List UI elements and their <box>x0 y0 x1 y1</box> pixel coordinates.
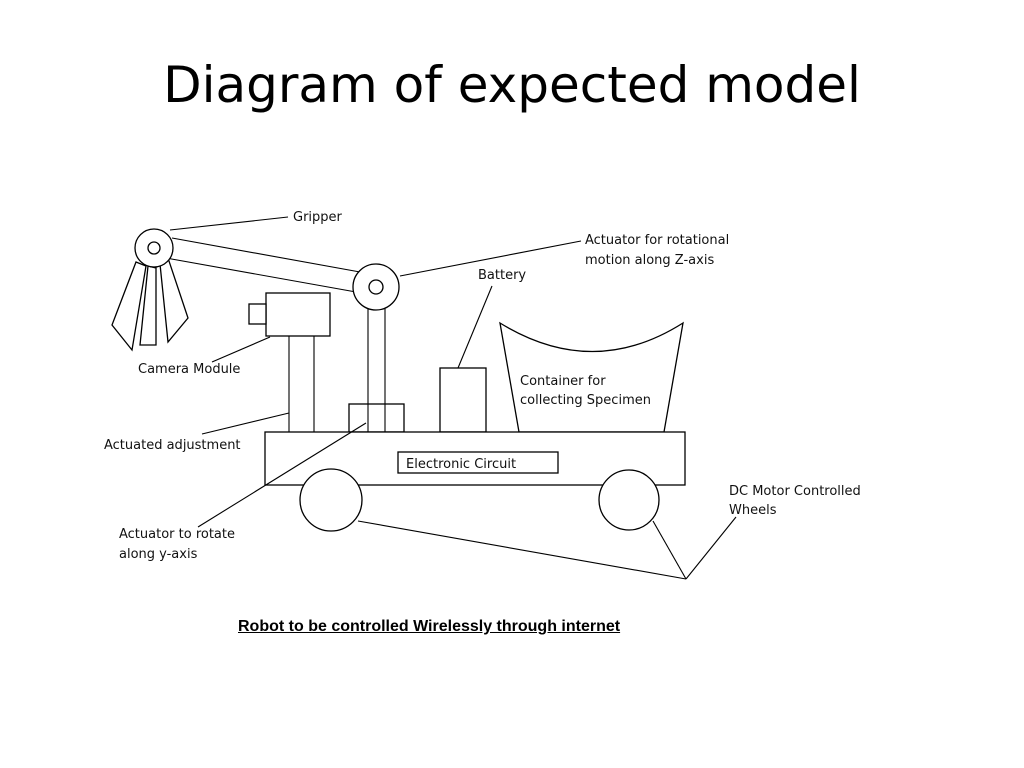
gripper-joint <box>134 228 174 268</box>
z-axis-joint <box>352 263 400 311</box>
actuator-y-label-line2: along y-axis <box>119 547 198 562</box>
slide-title: Diagram of expected model <box>163 56 861 114</box>
actuator-z-label-line1: Actuator for rotational <box>585 233 729 248</box>
battery-block <box>439 367 487 433</box>
specimen-container <box>499 321 684 433</box>
gripper-claws <box>111 256 189 352</box>
battery-label: Battery <box>478 268 526 283</box>
actuator-y-label-line1: Actuator to rotate <box>119 527 235 542</box>
left-wheel <box>299 468 363 532</box>
right-wheel <box>598 469 660 531</box>
container-label-line2: collecting Specimen <box>520 393 651 408</box>
camera-module <box>248 292 331 337</box>
camera-support-column <box>288 336 315 432</box>
container-label-line1: Container for <box>520 374 606 389</box>
leader-lines <box>169 216 737 580</box>
camera-module-label: Camera Module <box>138 362 240 377</box>
electronic-circuit-box <box>397 451 559 474</box>
gripper-label: Gripper <box>293 210 343 225</box>
actuated-adjustment-label: Actuated adjustment <box>104 438 241 453</box>
dc-motor-label-line2: Wheels <box>729 503 777 518</box>
electronic-circuit-label: Electronic Circuit <box>406 457 516 472</box>
robot-arm <box>165 237 386 432</box>
diagram-caption: Robot to be controlled Wirelessly throug… <box>238 618 621 635</box>
actuator-z-label-line2: motion along Z-axis <box>585 253 714 268</box>
dc-motor-label-line1: DC Motor Controlled <box>729 484 861 499</box>
